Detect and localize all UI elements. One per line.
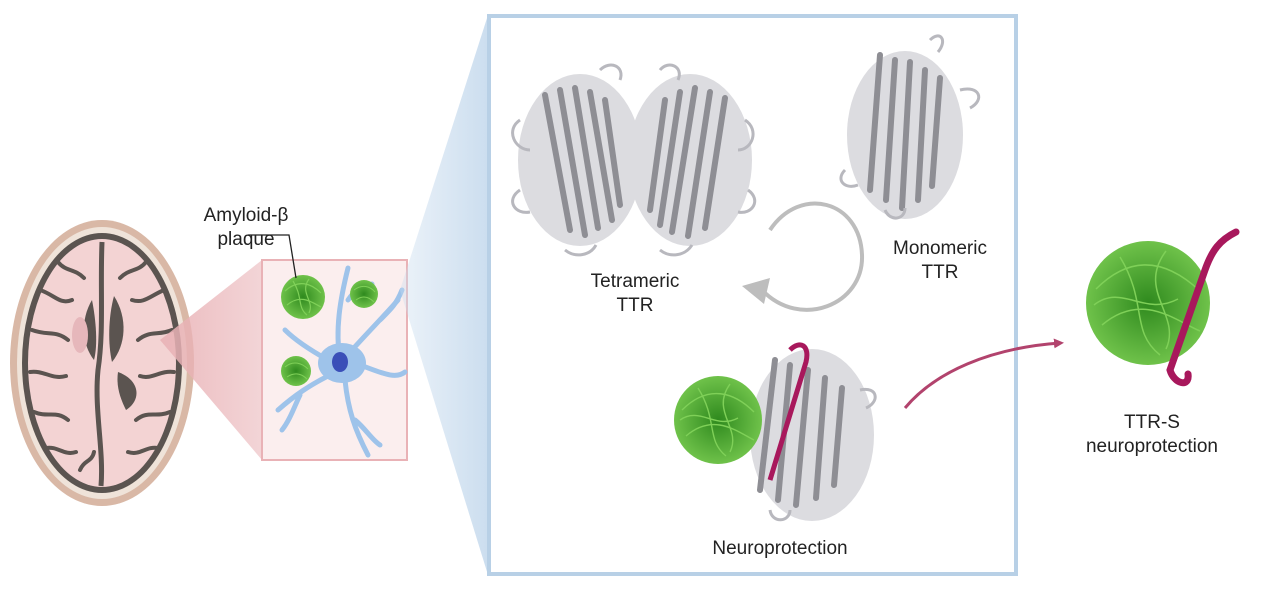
amyloid-plaques: [281, 275, 378, 386]
tetrameric-ttr-label: Tetrameric TTR: [565, 270, 705, 318]
monomeric-label-line1: Monomeric: [893, 238, 987, 259]
ttrs-label-line2: neuroprotection: [1085, 436, 1219, 457]
neuron-illustration: [275, 265, 408, 458]
ttrs-label-line1: TTR-S: [1124, 412, 1180, 433]
amyloid-plaque-label: Amyloid-β plaque: [180, 204, 312, 252]
monomeric-label-line2: TTR: [921, 262, 959, 283]
amyloid-label-line1: Amyloid-β: [203, 205, 289, 226]
ttrs-complex: [1086, 228, 1240, 387]
tetrameric-label-line1: Tetrameric: [590, 271, 680, 292]
cycle-arrow: [742, 201, 865, 312]
ttrs-arrow: [903, 338, 1064, 409]
monomeric-ttr-label: Monomeric TTR: [870, 237, 1010, 285]
amyloid-pointer-line: [248, 234, 297, 279]
brain-illustration: [10, 220, 194, 506]
neuron-nucleus: [332, 352, 348, 372]
monomeric-ttr-structure: [839, 34, 981, 220]
tetrameric-ttr-structure: [511, 63, 757, 257]
pink-zoom-wedge: [160, 260, 262, 460]
plaque-small-right: [350, 280, 378, 308]
amyloid-label-line2: plaque: [217, 229, 275, 250]
tetrameric-label-line2: TTR: [616, 295, 654, 316]
plaque-large: [281, 275, 325, 319]
neuroprotection-label: Neuroprotection: [690, 537, 870, 561]
ttrs-neuroprotection-label: TTR-S neuroprotection: [1062, 411, 1242, 459]
neuroprotection-label-text: Neuroprotection: [712, 538, 848, 559]
plaque-small-left: [281, 356, 311, 386]
ttrs-strand: [1166, 228, 1240, 387]
blue-zoom-wedge: [400, 15, 488, 575]
neuroprotection-plaque: [674, 376, 762, 464]
neuroprotection-complex: [674, 342, 877, 522]
